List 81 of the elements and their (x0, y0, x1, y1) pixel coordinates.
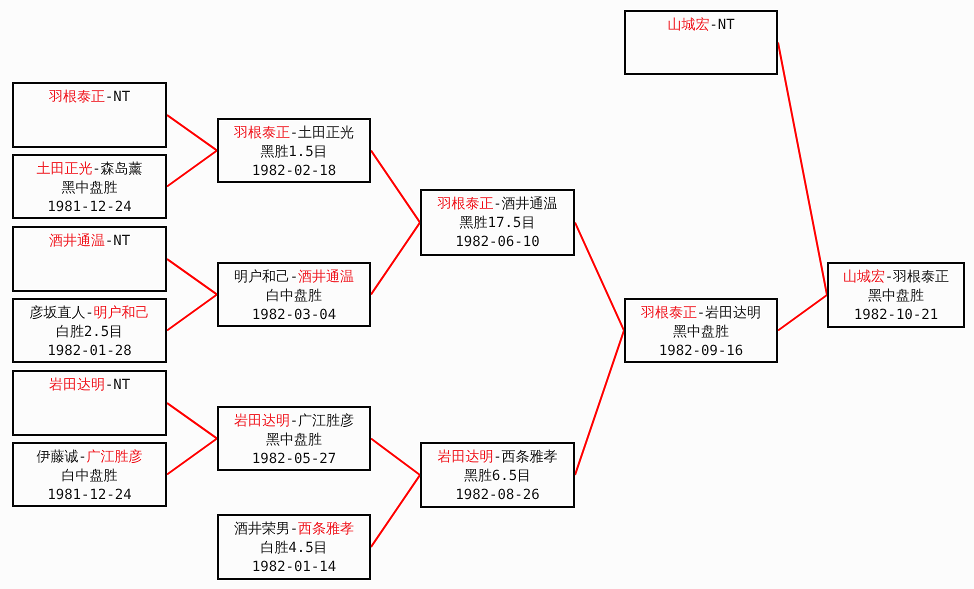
player-name: -森岛薰 (92, 161, 143, 177)
connector-line (370, 222, 421, 296)
connector-line (166, 294, 218, 332)
player-name: 山城宏 (842, 269, 885, 285)
player-name: -酒井通温 (493, 196, 558, 212)
match-box (217, 262, 371, 327)
player-name: 羽根泰正 (234, 125, 290, 141)
player-name: 羽根泰正 (48, 89, 105, 105)
date-text: 1982-02-18 (252, 163, 336, 179)
connector-line (370, 474, 421, 548)
result-text: 白中盘胜 (266, 288, 322, 304)
player-name: 岩田达明 (48, 377, 105, 393)
match-box (12, 442, 167, 507)
player-name: -土田正光 (290, 125, 354, 141)
player-name: -羽根泰正 (884, 269, 950, 285)
player-name: 伊藤诚- (36, 449, 87, 465)
match-box (12, 298, 167, 363)
player-name: -NT (104, 89, 130, 105)
match-box (12, 154, 167, 219)
date-text: 1982-01-28 (47, 343, 132, 359)
player-name: 酒井通温 (48, 233, 105, 249)
player-name: 彦坂直人- (29, 305, 94, 321)
result-text: 黑中盘胜 (266, 432, 322, 448)
result-text: 黑中盘胜 (673, 324, 729, 340)
date-text: 1982-01-14 (252, 559, 336, 575)
player-name: -广江胜彦 (290, 413, 354, 429)
player-name: 羽根泰正 (437, 196, 494, 212)
player-name: 明户和己 (94, 305, 150, 321)
match-box (217, 406, 371, 471)
player-name: 山城宏 (667, 17, 710, 33)
player-name: 土田正光 (36, 161, 92, 177)
result-text: 黑中盘胜 (868, 288, 924, 304)
player-name: 岩田达明 (234, 413, 290, 429)
match-box (624, 298, 778, 363)
match-box (217, 514, 371, 580)
connector-line (777, 42, 828, 296)
player-name: 酒井荣男- (234, 521, 298, 537)
date-text: 1982-05-27 (252, 451, 336, 467)
connector-line (370, 150, 421, 224)
result-text: 白中盘胜 (62, 468, 118, 484)
player-name: -西条雅孝 (493, 449, 558, 465)
connector-line (777, 294, 828, 332)
connector-line (574, 330, 625, 476)
connector-line (166, 258, 218, 296)
match-box (12, 82, 167, 148)
connector-line (370, 438, 421, 476)
connector-line (166, 402, 218, 440)
date-text: 1982-10-21 (854, 307, 938, 323)
player-name: 西条雅孝 (298, 521, 354, 537)
match-box (217, 118, 371, 183)
player-name: 明户和己- (234, 269, 298, 285)
connector-line (166, 150, 218, 188)
connector-line (574, 222, 625, 331)
date-text: 1981-12-24 (47, 487, 132, 503)
player-name: -NT (709, 17, 735, 33)
match-box (420, 442, 575, 508)
player-name: 岩田达明 (437, 449, 494, 465)
match-box (827, 262, 965, 328)
date-text: 1982-09-16 (658, 343, 744, 359)
result-text: 黑胜17.5目 (460, 215, 536, 231)
player-name: 酒井通温 (298, 269, 354, 285)
result-text: 黑胜6.5目 (464, 468, 532, 484)
result-text: 黑胜1.5目 (260, 144, 328, 160)
player-name: 羽根泰正 (640, 305, 697, 321)
result-text: 白胜4.5目 (260, 540, 328, 556)
match-box (12, 226, 167, 292)
connector-line (166, 114, 218, 152)
player-name: -岩田达明 (696, 305, 762, 321)
date-text: 1981-12-24 (47, 199, 132, 215)
player-name: -NT (104, 377, 130, 393)
date-text: 1982-03-04 (252, 307, 336, 323)
match-box (624, 10, 778, 75)
match-box (12, 370, 167, 436)
result-text: 白胜2.5目 (56, 324, 124, 340)
player-name: 广江胜彦 (86, 449, 143, 465)
result-text: 黑中盘胜 (62, 180, 118, 196)
player-name: -NT (104, 233, 130, 249)
date-text: 1982-08-26 (455, 487, 540, 503)
connector-line (166, 438, 218, 476)
date-text: 1982-06-10 (455, 234, 540, 250)
match-box (420, 189, 575, 256)
